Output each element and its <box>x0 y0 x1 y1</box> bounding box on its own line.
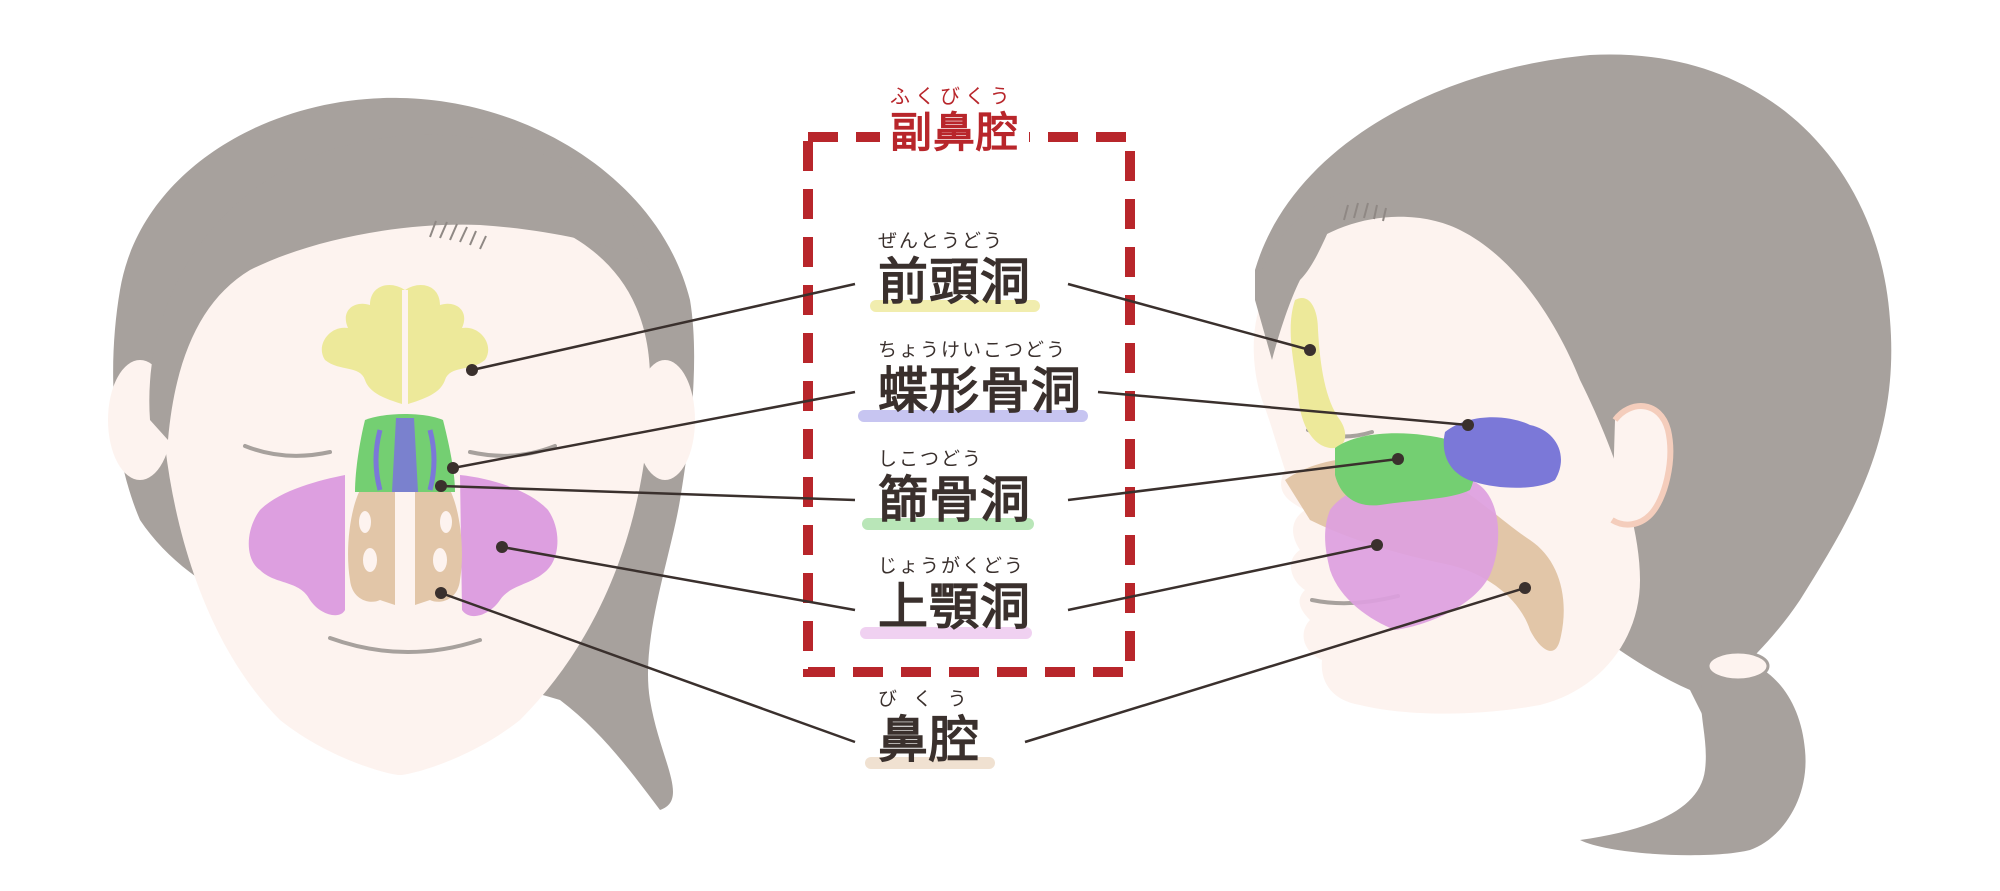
profile-ethmoid-sinus <box>1335 433 1474 506</box>
paranasal-title-text: 副鼻腔 <box>890 108 1020 157</box>
frontal-highlight <box>870 300 1040 312</box>
front-maxillary-sinus-left <box>248 475 345 616</box>
ethmoid-reading: しこつどう <box>878 448 984 470</box>
nasal-text: 鼻腔 <box>878 711 980 769</box>
front-nasal-cavity <box>348 490 462 605</box>
frontal-text: 前頭洞 <box>878 253 1031 311</box>
paranasal-title-reading: ふくびくう <box>890 84 1015 108</box>
label-frontal-sinus: ぜんとうどう 前頭洞 <box>878 230 1031 311</box>
maxillary-text: 上顎洞 <box>878 578 1031 636</box>
profile-face <box>1253 54 1892 856</box>
line-ethmoid-right <box>1067 457 1399 502</box>
line-maxillary-left <box>501 545 856 612</box>
maxillary-highlight <box>860 627 1032 639</box>
label-ethmoid-sinus: しこつどう 篩骨洞 <box>878 448 1031 529</box>
ethmoid-highlight <box>862 518 1034 530</box>
sphenoid-reading: ちょうけいこつどう <box>878 339 1068 361</box>
profile-bangs <box>1255 190 1350 360</box>
ethmoid-text: 篩骨洞 <box>878 471 1031 529</box>
front-bangs <box>149 134 650 440</box>
line-nasal-left <box>440 591 856 744</box>
front-mouth <box>328 636 482 654</box>
profile-ear <box>1610 403 1674 528</box>
sphenoid-text: 蝶形骨洞 <box>878 362 1082 420</box>
frontal-reading: ぜんとうどう <box>878 230 1005 252</box>
profile-maxillary-sinus <box>1325 476 1499 630</box>
front-sphenoid-sinus <box>392 418 418 492</box>
line-maxillary-right <box>1067 543 1378 612</box>
sphenoid-highlight <box>858 410 1088 422</box>
label-nasal-cavity: びくう 鼻腔 <box>878 688 983 769</box>
label-sphenoid-sinus: ちょうけいこつどう 蝶形骨洞 <box>878 339 1082 420</box>
nasal-highlight <box>865 757 995 769</box>
line-ethmoid-left <box>440 484 856 502</box>
front-maxillary-sinus-right <box>460 475 558 617</box>
line-nasal-right <box>1024 586 1526 744</box>
leader-lines <box>440 282 1526 744</box>
profile-ponytail <box>1580 658 1806 856</box>
line-sphenoid-right <box>1097 390 1469 427</box>
line-frontal-left <box>471 282 856 372</box>
nasal-reading: びくう <box>878 688 983 710</box>
profile-sphenoid-sinus <box>1443 417 1561 488</box>
paranasal-title: ふくびくう 副鼻腔 <box>880 84 1030 157</box>
maxillary-reading: じょうがくどう <box>878 555 1026 577</box>
line-sphenoid-left <box>452 390 856 470</box>
line-frontal-right <box>1067 282 1311 352</box>
front-eye-left <box>243 444 332 458</box>
label-maxillary-sinus: じょうがくどう 上顎洞 <box>878 555 1031 636</box>
front-face <box>108 97 695 811</box>
